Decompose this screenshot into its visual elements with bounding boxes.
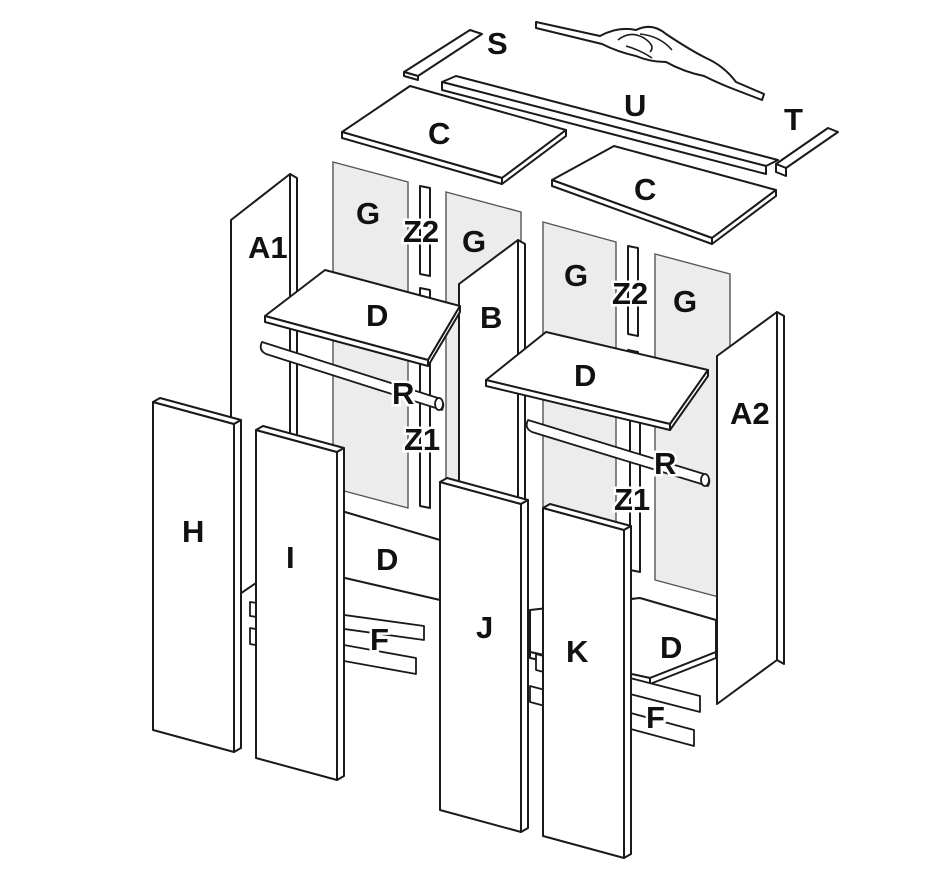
label-b: B xyxy=(480,300,502,335)
hanging-rail-right xyxy=(525,419,711,487)
label-a2: A2 xyxy=(730,396,770,431)
top-panel-c-left xyxy=(341,85,567,185)
label-d-upper-right: D xyxy=(574,358,596,393)
cornice-s xyxy=(403,29,483,81)
label-z2-right: Z2 xyxy=(612,276,648,311)
label-f-left: F xyxy=(370,622,389,657)
door-k xyxy=(542,503,632,859)
label-i: I xyxy=(286,540,295,575)
label-g-2: G xyxy=(462,224,486,259)
label-k: K xyxy=(566,634,589,669)
label-c-left: C xyxy=(428,116,450,151)
label-d-upper-left: D xyxy=(366,298,388,333)
label-j: J xyxy=(476,610,493,645)
cornice-t xyxy=(775,127,839,177)
label-r-right: R xyxy=(654,446,676,481)
door-h xyxy=(152,397,242,753)
cornice-u xyxy=(441,75,779,175)
label-z1-left: Z1 xyxy=(404,422,440,457)
part-labels: S U T C C G Z2 G G Z2 G A1 B A2 D D R R … xyxy=(182,26,803,738)
door-j xyxy=(439,477,529,833)
label-g-3: G xyxy=(564,258,588,293)
label-a1: A1 xyxy=(248,230,288,265)
label-g-1: G xyxy=(356,196,380,231)
label-c-right: C xyxy=(634,172,656,207)
label-d-lower-right: D xyxy=(660,630,682,665)
label-h: H xyxy=(182,514,204,549)
label-g-4: G xyxy=(673,284,697,319)
label-z1-right: Z1 xyxy=(614,482,650,517)
label-t: T xyxy=(784,102,803,137)
shelf-d-left xyxy=(264,269,461,367)
label-z2-left: Z2 xyxy=(403,214,439,249)
top-panel-c-right xyxy=(551,145,777,245)
shelf-d-right xyxy=(485,331,709,431)
label-r-left: R xyxy=(392,376,414,411)
label-f-right: F xyxy=(646,700,665,735)
z2-strips xyxy=(419,185,639,359)
crown-carving xyxy=(535,21,765,101)
label-s: S xyxy=(487,26,508,61)
door-i xyxy=(255,425,345,781)
side-panel-a2 xyxy=(716,311,785,705)
label-u: U xyxy=(624,88,646,123)
label-d-lower-left: D xyxy=(376,542,398,577)
hanging-rail-left xyxy=(259,341,445,411)
